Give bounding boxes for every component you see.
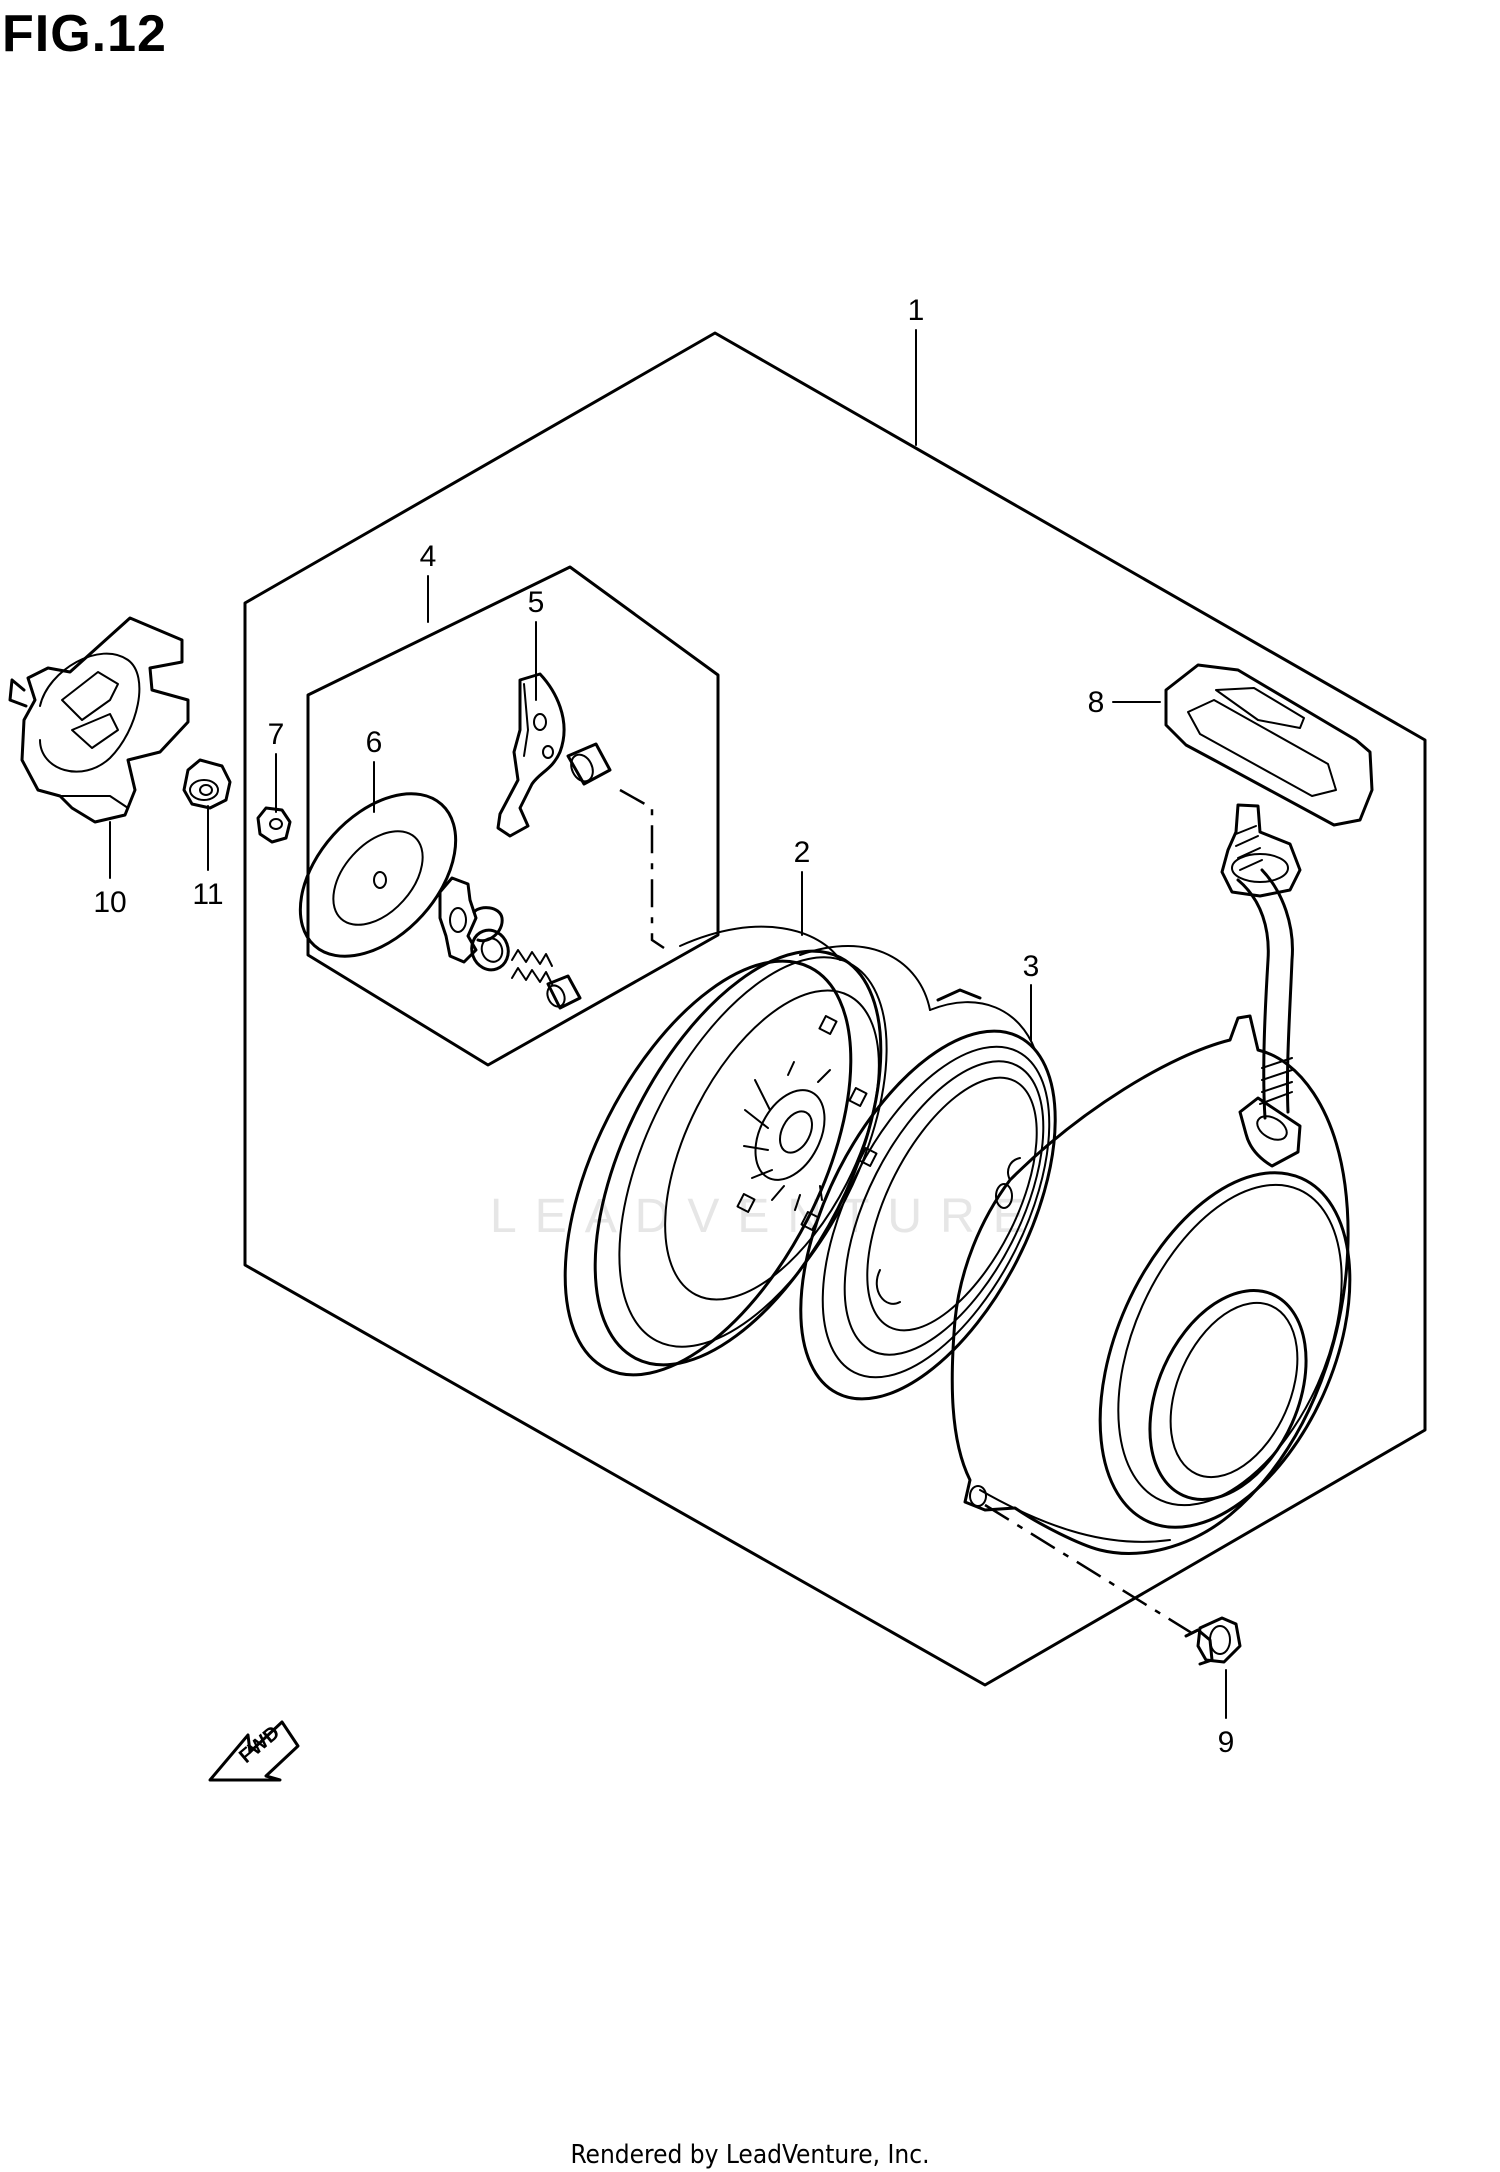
- recoil-starter-assembly-outline: [243, 331, 1427, 1687]
- nut-icon[interactable]: [256, 806, 292, 844]
- ratchet-guide-icon[interactable]: [438, 876, 514, 975]
- starter-pulley-icon[interactable]: [8, 616, 190, 824]
- fwd-arrow-icon: FWD: [208, 1720, 300, 1782]
- callout-6: 6: [366, 726, 383, 759]
- leader-lines: [109, 329, 1227, 1719]
- callout-11: 11: [192, 878, 223, 911]
- callout-9: 9: [1218, 1726, 1235, 1759]
- starter-handle-icon[interactable]: [1164, 663, 1374, 898]
- callout-8: 8: [1088, 686, 1105, 719]
- guide-pin-icon[interactable]: [544, 974, 582, 1010]
- recoil-spring-icon[interactable]: [748, 988, 1108, 1439]
- return-spring-icon[interactable]: [511, 949, 553, 985]
- callout-1: 1: [908, 294, 925, 327]
- ratchet-pawl-icon[interactable]: [496, 672, 566, 838]
- footer-credit: Rendered by LeadVenture, Inc.: [570, 2140, 930, 2170]
- callout-5: 5: [528, 586, 545, 619]
- bolt-icon[interactable]: [1184, 1616, 1242, 1666]
- callout-10: 10: [93, 886, 126, 919]
- flange-nut-icon[interactable]: [182, 758, 232, 810]
- ratchet-kit-outline: [306, 565, 720, 1067]
- bolt-alignment-line: [984, 1503, 1196, 1637]
- callout-3: 3: [1023, 950, 1040, 983]
- starter-rope-icon[interactable]: [1235, 825, 1294, 1120]
- pawl-pin-icon[interactable]: [566, 742, 612, 786]
- callout-7: 7: [268, 718, 285, 751]
- callout-2: 2: [794, 836, 811, 869]
- kit-alignment-line: [619, 788, 665, 950]
- callout-4: 4: [420, 540, 437, 573]
- friction-plate-icon[interactable]: [270, 764, 486, 985]
- starter-case-icon[interactable]: [950, 1014, 1400, 1566]
- watermark: LEADVENTURE: [490, 1190, 1043, 1243]
- figure-title: FIG.12: [2, 5, 167, 63]
